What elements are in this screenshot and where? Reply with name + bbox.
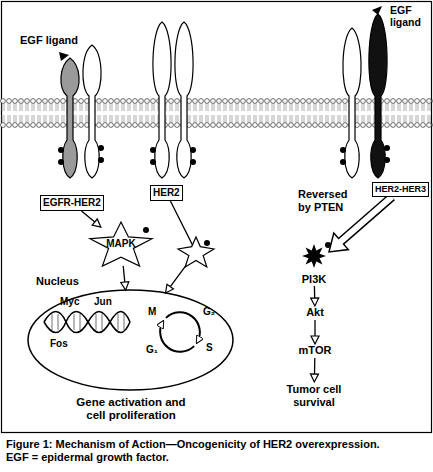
- phosphate-dot: [150, 159, 156, 165]
- phosphate-dot: [204, 240, 210, 246]
- dna-strand: [44, 312, 130, 333]
- node-text: Tumor cell survival: [278, 383, 350, 409]
- label-box: EGFR-HER2: [40, 195, 104, 211]
- node-text: mTOR: [299, 344, 332, 357]
- phosphate-dot: [190, 159, 196, 165]
- text-label: G₂: [203, 306, 215, 318]
- phosphate-dot: [58, 147, 64, 153]
- dna-strand: [44, 312, 130, 333]
- kinase-star: MAPK: [90, 222, 152, 266]
- cell-membrane: [0, 98, 433, 128]
- arrow-shaft: [314, 286, 316, 298]
- figure-caption: Figure 1: Mechanism of Action—Oncogenici…: [6, 438, 396, 463]
- pathway-step: Akt: [300, 306, 330, 320]
- kinase-star: [178, 237, 214, 267]
- text-label: EGF ligand: [20, 34, 78, 47]
- ellipse-outline: [28, 290, 233, 390]
- connector-arrow: [82, 211, 101, 227]
- phosphate-dot: [384, 145, 390, 151]
- phosphate-dot: [384, 157, 390, 163]
- node-text: HER2: [153, 187, 180, 199]
- arrow-shaft: [314, 320, 315, 336]
- text-label: G₁: [146, 344, 158, 356]
- connector-arrow: [311, 320, 319, 344]
- her2-receptor: [175, 22, 193, 178]
- cell-cycle-arc: [160, 322, 194, 352]
- arrow-head: [121, 282, 129, 290]
- phosphate-dot: [340, 159, 346, 165]
- her2-receptor: [83, 45, 101, 178]
- phosphate-dot: [150, 147, 156, 153]
- text-label: M: [148, 306, 156, 318]
- node-text: PI3K: [302, 273, 326, 286]
- connector-arrow: [311, 358, 319, 382]
- text-label: S: [206, 342, 213, 354]
- node-text: HER2-HER3: [375, 184, 426, 195]
- phosphate-dot: [98, 145, 104, 151]
- egfr-receptor: [61, 58, 79, 178]
- cell-cycle-arc: [166, 312, 200, 342]
- arrow-shaft: [123, 266, 125, 282]
- node-text: EGFR-HER2: [43, 197, 101, 209]
- pi3k-burst: [302, 244, 326, 268]
- text-label: Fos: [50, 338, 68, 350]
- connector-arrow: [121, 266, 129, 290]
- figure-frame: [2, 2, 432, 433]
- ligand-marker: [59, 52, 69, 61]
- text-label: Jun: [94, 296, 112, 308]
- her2-receptor: [343, 28, 361, 178]
- arrow-head: [311, 336, 319, 344]
- arrow-head: [166, 284, 174, 293]
- arrow-head: [92, 219, 101, 227]
- pathway-step: mTOR: [294, 344, 336, 358]
- arrow-shaft: [170, 201, 196, 287]
- text-label: EGF ligand: [390, 4, 430, 28]
- phosphate-dot: [98, 157, 104, 163]
- phosphate-dot: [143, 227, 149, 233]
- edge-label: Reversed by PTEN: [298, 188, 358, 213]
- pathway-step: Tumor cell survival: [278, 382, 350, 410]
- label-box: HER2: [150, 185, 183, 201]
- phosphate-dot: [340, 147, 346, 153]
- arrow-shaft: [82, 211, 95, 222]
- node-text: Akt: [306, 306, 324, 319]
- phosphate-dot: [58, 159, 64, 165]
- arrow-shaft: [314, 358, 316, 374]
- text-label: Gene activation and cell proliferation: [66, 396, 196, 422]
- arrow-head: [311, 298, 319, 306]
- connector-arrow: [311, 286, 319, 306]
- ligand-marker: [372, 6, 382, 15]
- phosphate-dot: [325, 242, 331, 248]
- phosphate-dot: [190, 147, 196, 153]
- her2-receptor: [153, 22, 171, 178]
- arrow-shaft: [340, 197, 392, 243]
- pathway-step: PI3K: [299, 244, 329, 286]
- node-text: MAPK: [106, 238, 135, 250]
- text-label: Myc: [60, 296, 79, 308]
- star-outline: [90, 222, 152, 266]
- node-heading: Nucleus: [36, 275, 79, 288]
- arrow-head: [311, 374, 319, 382]
- label-box: HER2-HER3: [372, 182, 429, 197]
- phosphate-dots: [58, 145, 390, 165]
- her3-receptor: [369, 14, 387, 178]
